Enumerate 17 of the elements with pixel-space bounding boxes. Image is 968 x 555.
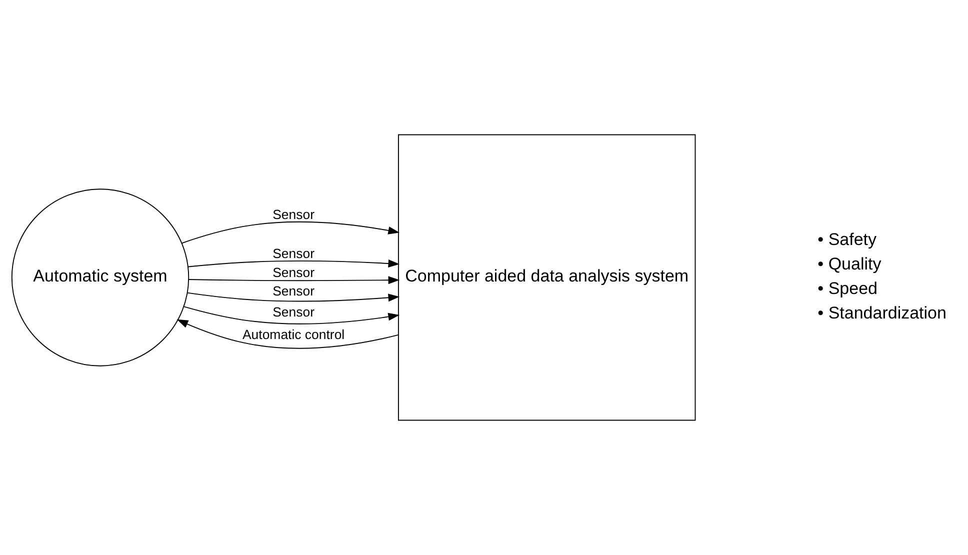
edge-label: Sensor	[272, 246, 314, 261]
arrow	[181, 221, 400, 244]
edge-label: Sensor	[272, 304, 314, 320]
arrow	[187, 292, 400, 302]
edge-label: Sensor	[272, 264, 314, 280]
arrow	[188, 260, 400, 268]
arrow	[188, 276, 400, 284]
node-box: Computer aided data analysis system	[398, 134, 696, 421]
label: • Safety	[818, 230, 877, 249]
label: • Standardization	[818, 304, 946, 323]
label: • Speed	[818, 278, 878, 298]
label: • Quality	[818, 254, 882, 274]
arrow	[183, 306, 400, 324]
edge-label: Sensor	[272, 284, 314, 299]
edge-label: Automatic control	[242, 327, 345, 342]
arrow	[176, 319, 399, 349]
edge-label: Sensor	[272, 207, 314, 222]
